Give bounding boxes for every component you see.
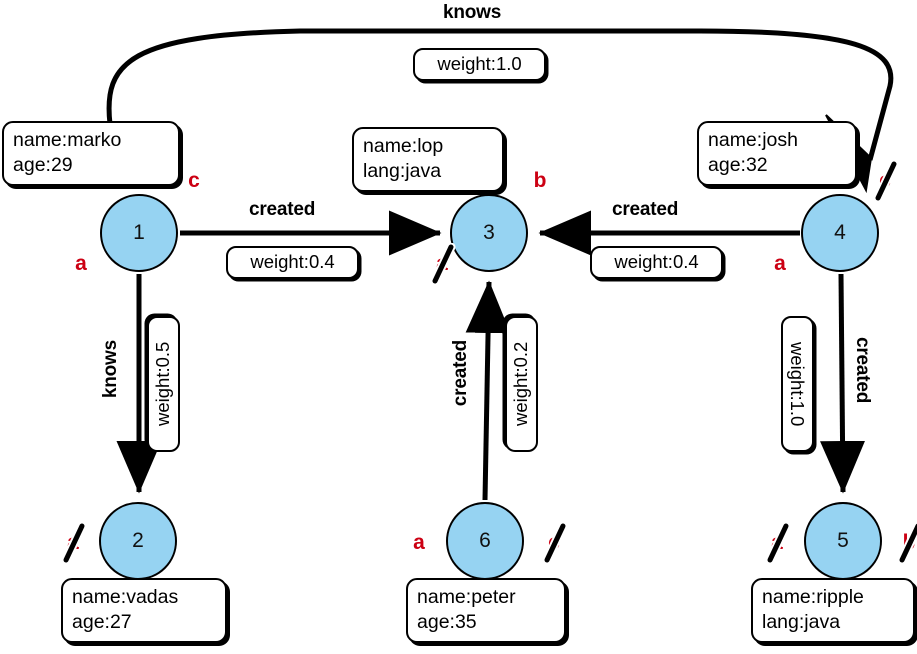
edge-label-created-1-3: created bbox=[249, 199, 316, 220]
edge-knows-1-4 bbox=[106, 28, 894, 161]
edge-label-created-6-3: created bbox=[450, 340, 471, 407]
graph-node-2[interactable]: 2 bbox=[99, 502, 177, 580]
weight-box-knows-1-2: weight:0.5 bbox=[147, 316, 180, 452]
annotation-letter: c bbox=[548, 531, 560, 554]
annotation-mark-n6-c: c bbox=[541, 522, 568, 564]
weight-box-knows-1-4: weight:1.0 bbox=[413, 48, 546, 81]
prop-line: lang:java bbox=[762, 611, 841, 633]
edge-label-created-4-3: created bbox=[612, 199, 679, 220]
graph-node-4[interactable]: 4 bbox=[801, 194, 879, 272]
prop-box-node-4: name:josh age:32 bbox=[697, 121, 857, 186]
graph-node-5[interactable]: 5 bbox=[804, 502, 882, 580]
edge-created-6-3 bbox=[465, 280, 511, 501]
prop-line: name:vadas bbox=[72, 586, 179, 608]
annotation-letter: c bbox=[188, 169, 200, 192]
annotation-mark-n6-a: a bbox=[406, 528, 432, 558]
annotation-letter: a bbox=[774, 252, 786, 275]
prop-box-node-5: name:ripple lang:java bbox=[751, 578, 915, 643]
prop-line: name:josh bbox=[708, 129, 798, 151]
weight-box-created-6-3: weight:0.2 bbox=[505, 316, 538, 452]
prop-line: age:27 bbox=[72, 611, 132, 633]
graph-node-1[interactable]: 1 bbox=[100, 194, 178, 272]
graph-node-3[interactable]: 3 bbox=[450, 194, 528, 272]
graph-node-6[interactable]: 6 bbox=[446, 502, 524, 580]
prop-line: name:marko bbox=[13, 129, 122, 151]
annotation-mark-n1-a: a bbox=[68, 249, 94, 279]
annotation-letter: a bbox=[75, 252, 87, 275]
annotation-mark-n2-a: a bbox=[60, 522, 87, 564]
annotation-mark-n1-c: c bbox=[181, 166, 207, 196]
annotation-mark-n5-b: b bbox=[896, 522, 917, 564]
prop-box-node-1: name:marko age:29 bbox=[2, 121, 180, 186]
edge-label-knows-1-2: knows bbox=[100, 340, 121, 399]
prop-line: age:29 bbox=[13, 154, 73, 176]
prop-box-node-3: name:lop lang:java bbox=[352, 127, 504, 192]
annotation-mark-n5-a: a bbox=[764, 522, 791, 564]
prop-line: name:lop bbox=[363, 135, 444, 157]
weight-box-created-4-5: weight:1.0 bbox=[781, 316, 814, 452]
prop-line: lang:java bbox=[363, 160, 442, 182]
prop-box-node-2: name:vadas age:27 bbox=[61, 578, 227, 643]
annotation-letter: a bbox=[436, 252, 448, 275]
annotation-letter: c bbox=[879, 169, 891, 192]
prop-line: age:32 bbox=[708, 154, 768, 176]
annotation-mark-n3-b: b bbox=[527, 166, 553, 196]
prop-line: name:peter bbox=[417, 586, 516, 608]
annotation-letter: a bbox=[413, 531, 425, 554]
annotation-mark-n4-c: c bbox=[872, 160, 899, 202]
edge-label-knows-1-4: knows bbox=[443, 2, 502, 23]
annotation-mark-n4-a: a bbox=[767, 249, 793, 279]
annotation-letter: b bbox=[902, 531, 916, 554]
edge-created-4-5 bbox=[820, 273, 866, 494]
annotation-letter: a bbox=[771, 531, 783, 554]
annotation-letter: b bbox=[533, 169, 547, 192]
prop-line: name:ripple bbox=[762, 586, 864, 608]
annotation-mark-n3-a: a bbox=[429, 243, 456, 285]
annotation-letter: a bbox=[67, 531, 79, 554]
weight-box-created-4-3: weight:0.4 bbox=[590, 246, 723, 279]
weight-box-created-1-3: weight:0.4 bbox=[226, 246, 359, 279]
prop-box-node-6: name:peter age:35 bbox=[406, 578, 566, 643]
prop-line: age:35 bbox=[417, 611, 477, 633]
edge-label-created-4-5: created bbox=[852, 337, 873, 404]
